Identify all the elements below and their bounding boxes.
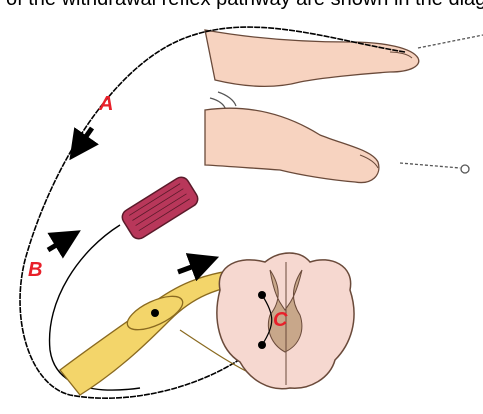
motion-lines	[210, 92, 236, 110]
arrow-icon-b	[48, 238, 68, 250]
arrow-icon-impulse	[178, 262, 205, 272]
pin-icon-withdrawn	[400, 163, 469, 173]
pin-icon	[418, 35, 483, 48]
label-a: A	[98, 93, 113, 115]
upper-hand	[205, 30, 419, 86]
label-b: B	[28, 259, 42, 281]
ganglion-cell-body	[151, 309, 159, 317]
lower-hand	[205, 108, 379, 182]
arrow-icon-a	[78, 128, 92, 148]
muscle	[119, 174, 200, 241]
label-c: C	[273, 309, 288, 331]
